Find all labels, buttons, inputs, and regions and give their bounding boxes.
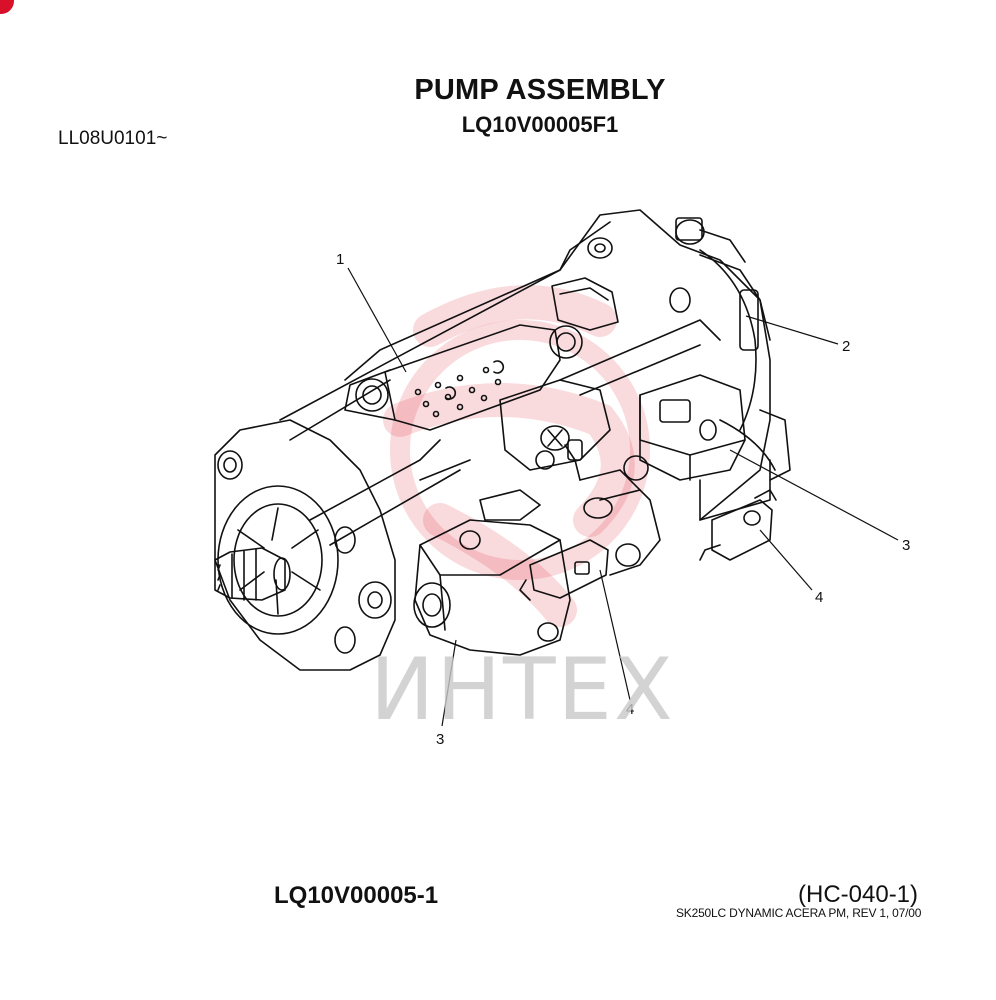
callout-3-lower: 3 bbox=[436, 731, 444, 748]
rear-regulator bbox=[639, 374, 771, 521]
watermark-text: ИНТЕХ bbox=[370, 640, 675, 740]
center-manifold bbox=[499, 379, 661, 576]
main-cylinder-housing bbox=[279, 269, 721, 546]
splined-drive-shaft bbox=[214, 547, 291, 601]
center-head-block bbox=[344, 324, 583, 431]
front-mounting-flange bbox=[214, 419, 396, 671]
serial-range: LL08U0101~ bbox=[58, 128, 168, 149]
rear-end-cover bbox=[699, 254, 791, 481]
callout-3-upper: 3 bbox=[902, 537, 910, 554]
callout-2: 2 bbox=[842, 338, 850, 355]
rear-solenoid-valve bbox=[699, 489, 777, 561]
page-reference: (HC-040-1) bbox=[798, 881, 919, 908]
page-title: PUMP ASSEMBLY bbox=[414, 74, 666, 106]
front-solenoid-valve bbox=[519, 539, 609, 601]
rear-pump-housing bbox=[344, 209, 771, 521]
part-number: LQ10V00005-1 bbox=[274, 882, 439, 909]
callout-1: 1 bbox=[336, 251, 344, 268]
page-subtitle: LQ10V00005F1 bbox=[461, 112, 619, 137]
callout-4-upper: 4 bbox=[815, 589, 823, 606]
callout-leaders bbox=[347, 267, 899, 727]
front-regulator bbox=[413, 489, 571, 656]
port-flange bbox=[551, 277, 619, 331]
revision-note: SK250LC DYNAMIC ACERA PM, REV 1, 07/00 bbox=[676, 906, 922, 920]
callout-4-lower: 4 bbox=[626, 701, 634, 718]
